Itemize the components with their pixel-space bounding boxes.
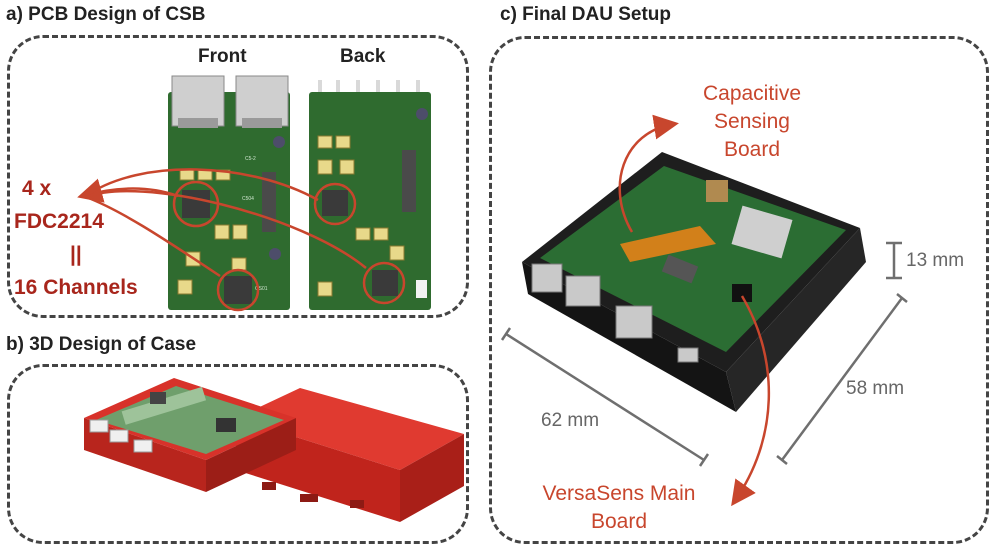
svg-text:CS01: CS01 (255, 286, 268, 292)
chip-equals: || (70, 243, 82, 266)
dimension-length: 62 mm (541, 410, 600, 431)
title-3d-case: b) 3D Design of Case (6, 334, 197, 355)
main-label-line1: VersaSens Main (542, 482, 696, 505)
dimension-lines (500, 241, 908, 467)
main-label-line2: Board (590, 510, 648, 533)
main-board-label: VersaSens Main Board (524, 480, 714, 536)
chip-count: 4 x (22, 177, 52, 200)
title-pcb-design: a) PCB Design of CSB (6, 4, 206, 25)
title-final-dau: c) Final DAU Setup (500, 4, 672, 25)
dimension-height: 13 mm (906, 250, 965, 271)
board-callout-arrows (618, 114, 770, 507)
panel-final-dau (489, 36, 989, 544)
capacitive-label-line2: Sensing (714, 110, 790, 133)
pcb-back-image (309, 80, 431, 310)
capacitive-label-line3: Board (723, 138, 781, 161)
chip-channels: 16 Channels (14, 276, 138, 299)
pcb-front-label: Front (198, 46, 247, 67)
svg-text:C5-2: C5-2 (245, 156, 256, 162)
capacitive-board-label: Capacitive Sensing Board (676, 80, 828, 164)
chip-summary-label: 4 x FDC2214 || 16 Channels (14, 172, 164, 304)
capacitive-label-line1: Capacitive (702, 82, 802, 105)
chip-model: FDC2214 (14, 210, 104, 233)
panel-3d-case (7, 364, 469, 544)
panel-pcb-design (7, 35, 469, 318)
pcb-front-image: C5-2 C504 CS01 (168, 75, 290, 310)
pcb-back-label: Back (340, 46, 386, 67)
svg-text:C504: C504 (242, 196, 254, 202)
dimension-width: 58 mm (846, 378, 905, 399)
dau-photo (522, 152, 866, 412)
chip-pointer-arrows (77, 168, 367, 278)
case-3d-render (84, 378, 464, 522)
